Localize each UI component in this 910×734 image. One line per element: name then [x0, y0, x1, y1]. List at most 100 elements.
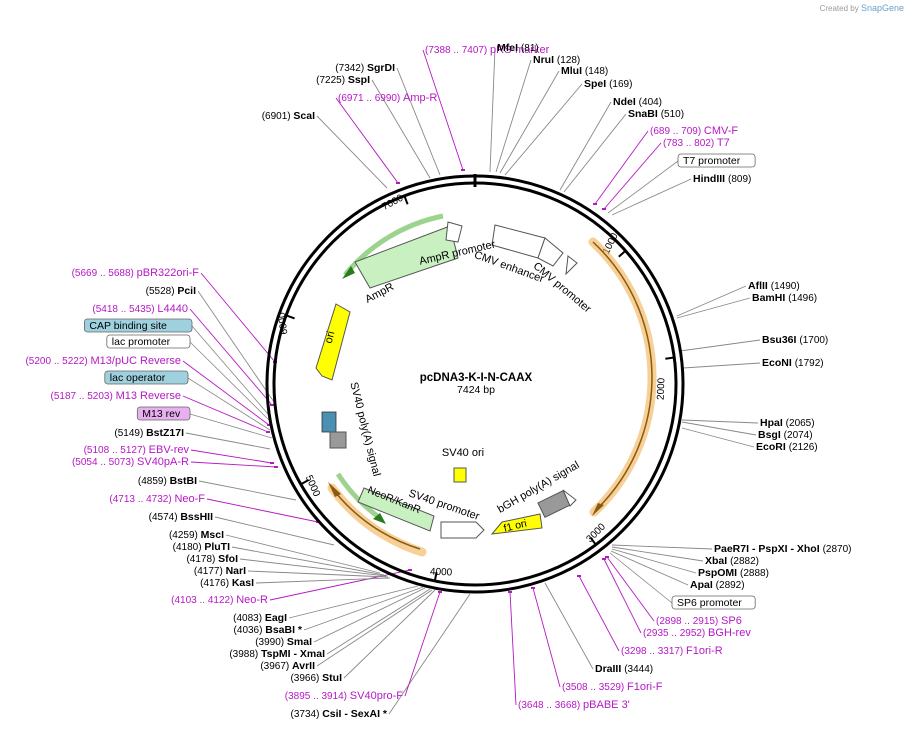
site-text-36: (3967) AvrII	[260, 660, 315, 672]
orange-arc-insert-line	[592, 241, 653, 507]
site-text-9: NdeI (404)	[613, 96, 662, 108]
site-text-18: EcoNI (1792)	[762, 357, 824, 369]
green-arc-amp	[343, 213, 444, 277]
feature-ampr-arrow	[354, 225, 459, 289]
site-box-55	[104, 370, 189, 385]
leader-40	[288, 585, 419, 619]
site-text-22: PaeR7I - PspXI - XhoI (2870)	[714, 543, 851, 555]
site-label-32: (3648 .. 3668) pBABE 3'	[518, 699, 630, 711]
site-label-44: (4178) SfoI	[186, 553, 238, 565]
leader-41	[269, 569, 411, 601]
leader-1	[396, 67, 441, 176]
leader-26	[609, 552, 673, 604]
site-text-29: (3298 .. 3317) F1ori-R	[621, 645, 723, 657]
site-text-0: (7388 .. 7407) pRS-marker	[425, 44, 550, 56]
site-label-23: XbaI (2882)	[705, 555, 759, 567]
feature-f1-ori-arrow	[490, 513, 543, 535]
tick-6000-label: 6000	[276, 311, 290, 335]
site-label-52: (5149) BstZ17I	[114, 427, 184, 439]
site-label-47: (4574) BssHII	[149, 511, 213, 523]
site-label-3: (6971 .. 6990) Amp-R	[338, 92, 437, 104]
site-label-39: (4036) BsaBI *	[234, 624, 303, 636]
site-text-38: (3990) SmaI	[255, 636, 312, 648]
site-text-21: EcoRI (2126)	[756, 441, 818, 453]
site-label-13: T7 promoter	[677, 153, 756, 168]
orange-arc-neo-line	[331, 487, 421, 550]
site-text-28: (2935 .. 2952) BGH-rev	[643, 627, 751, 639]
leader-34	[404, 591, 441, 697]
site-label-55: lac operator	[104, 370, 189, 385]
site-text-51: (5108 .. 5127) EBV-rev	[84, 444, 190, 456]
site-text-12: (783 .. 802) T7	[663, 137, 730, 149]
site-box-text-53: M13 rev	[142, 408, 181, 420]
site-label-29: (3298 .. 3317) F1ori-R	[621, 645, 723, 657]
green-arc-neo-arrowhead	[373, 513, 386, 524]
leader-27	[606, 556, 655, 622]
leader-24	[611, 548, 697, 574]
site-label-22: PaeR7I - PspXI - XhoI (2870)	[714, 543, 851, 555]
site-box-58	[84, 318, 193, 333]
feature-label-sv40-ori: SV40 ori	[442, 447, 484, 459]
site-text-11: (689 .. 709) CMV-F	[650, 125, 738, 137]
feature-ori-arrow	[315, 303, 351, 381]
tick-4000-label: 4000	[430, 567, 453, 579]
leader-21	[681, 427, 755, 448]
feature-ampr-promoter-arrow	[445, 221, 463, 243]
site-label-27: (2898 .. 2915) SP6	[656, 615, 742, 627]
site-label-28: (2935 .. 2952) BGH-rev	[643, 627, 751, 639]
site-label-4: (6901) ScaI	[262, 110, 315, 122]
leader-49	[198, 480, 297, 501]
site-text-2: (7225) SspI	[316, 74, 370, 86]
site-text-41: (4103 .. 4122) Neo-R	[171, 594, 268, 606]
leader-22	[611, 544, 713, 550]
feature-neor-arrow	[357, 487, 435, 532]
leader-15	[676, 285, 747, 317]
leader-59	[189, 308, 273, 406]
feature-label-bgh-polya: bGH poly(A) signal	[496, 459, 582, 516]
site-text-56: (5200 .. 5222) M13/pUC Reverse	[25, 355, 181, 367]
site-label-54: (5187 .. 5203) M13 Reverse	[51, 390, 181, 402]
site-label-26: SP6 promoter	[671, 595, 756, 610]
tick-7000-mark	[403, 195, 409, 205]
leader-29	[578, 575, 620, 652]
leader-54	[182, 395, 269, 433]
site-text-8: SpeI (169)	[584, 78, 632, 90]
site-label-5: MfeI (81)	[497, 42, 539, 54]
site-label-31: (3508 .. 3529) F1ori-F	[562, 681, 663, 693]
leader-58	[191, 325, 269, 415]
plasmid-size: 7424 bp	[457, 384, 495, 396]
site-text-47: (4574) BssHII	[149, 511, 213, 523]
site-label-41: (4103 .. 4122) Neo-R	[171, 594, 268, 606]
tick-1000-mark	[618, 250, 627, 258]
site-text-19: HpaI (2065)	[760, 417, 815, 429]
leader-20	[681, 421, 757, 436]
tick-2000-mark	[665, 356, 675, 360]
site-label-14: HindIII (809)	[693, 173, 751, 185]
feature-label-sv40-polya: SV40 poly(A) signal	[347, 381, 382, 478]
site-label-8: SpeI (169)	[584, 78, 632, 90]
leader-14	[611, 178, 692, 216]
site-text-52: (5149) BstZ17I	[114, 427, 184, 439]
site-box-text-58: CAP binding site	[89, 320, 167, 332]
site-label-9: NdeI (404)	[613, 96, 662, 108]
snapgene-credit: Created by SnapGene	[820, 3, 904, 13]
leader-12	[603, 142, 662, 210]
leader-53	[189, 413, 273, 439]
site-box-text-55: lac operator	[110, 372, 166, 384]
site-label-19: HpaI (2065)	[760, 417, 815, 429]
leader-47	[214, 516, 335, 546]
site-text-48: (4713 .. 4732) Neo-F	[109, 493, 205, 505]
site-label-45: (4180) PluTI	[173, 541, 230, 553]
leader-50	[190, 461, 277, 468]
site-box-13	[677, 153, 756, 168]
leader-17	[679, 339, 761, 352]
site-text-54: (5187 .. 5203) M13 Reverse	[51, 390, 181, 402]
orange-arc-insert	[588, 237, 657, 517]
leader-61	[200, 272, 276, 363]
site-text-43: (4177) NarI	[194, 565, 246, 577]
site-label-36: (3967) AvrII	[260, 660, 315, 672]
tick-2000-label: 2000	[656, 377, 668, 400]
leader-31	[532, 587, 561, 688]
site-label-2: (7225) SspI	[316, 74, 370, 86]
